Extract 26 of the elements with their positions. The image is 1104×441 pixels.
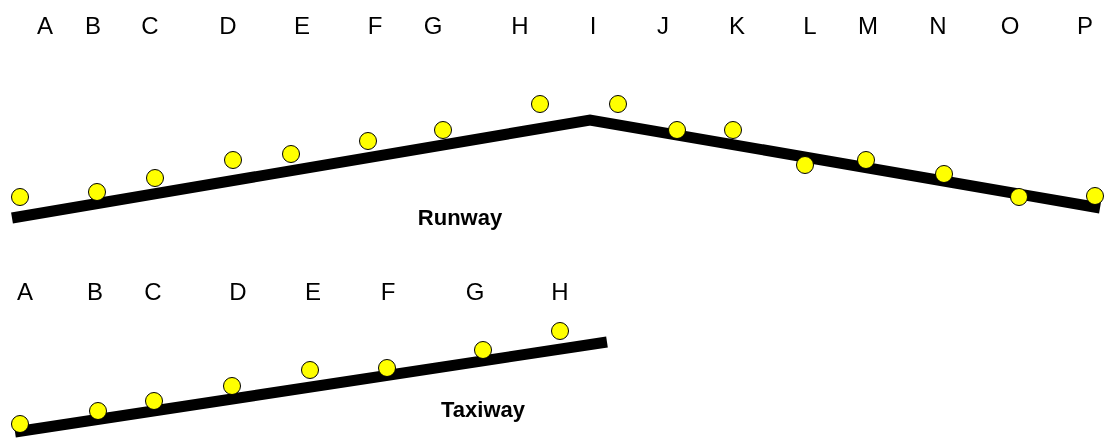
position-letter: C bbox=[141, 12, 159, 40]
position-letter: E bbox=[294, 12, 310, 40]
section-label: Runway bbox=[417, 205, 503, 231]
position-letter: G bbox=[423, 12, 443, 40]
position-letter: G bbox=[465, 278, 485, 306]
position-letter: H bbox=[511, 12, 529, 40]
position-letter: C bbox=[144, 278, 162, 306]
position-letter: K bbox=[729, 12, 745, 40]
position-letter: M bbox=[858, 12, 878, 40]
position-letter: J bbox=[657, 12, 669, 40]
position-letter: F bbox=[380, 278, 396, 306]
position-letter: D bbox=[219, 12, 237, 40]
position-letter: B bbox=[85, 12, 101, 40]
position-letter: A bbox=[37, 12, 53, 40]
position-letter: I bbox=[589, 12, 597, 40]
position-letter: B bbox=[87, 278, 103, 306]
position-letter: N bbox=[929, 12, 947, 40]
position-letter: D bbox=[229, 278, 247, 306]
position-letter: L bbox=[803, 12, 817, 40]
position-letter: P bbox=[1077, 12, 1093, 40]
position-letter: A bbox=[17, 278, 33, 306]
position-letter: O bbox=[1000, 12, 1020, 40]
section-label: Taxiway bbox=[441, 397, 525, 423]
position-letter: H bbox=[551, 278, 569, 306]
position-letter: F bbox=[367, 12, 383, 40]
position-letter: E bbox=[305, 278, 321, 306]
